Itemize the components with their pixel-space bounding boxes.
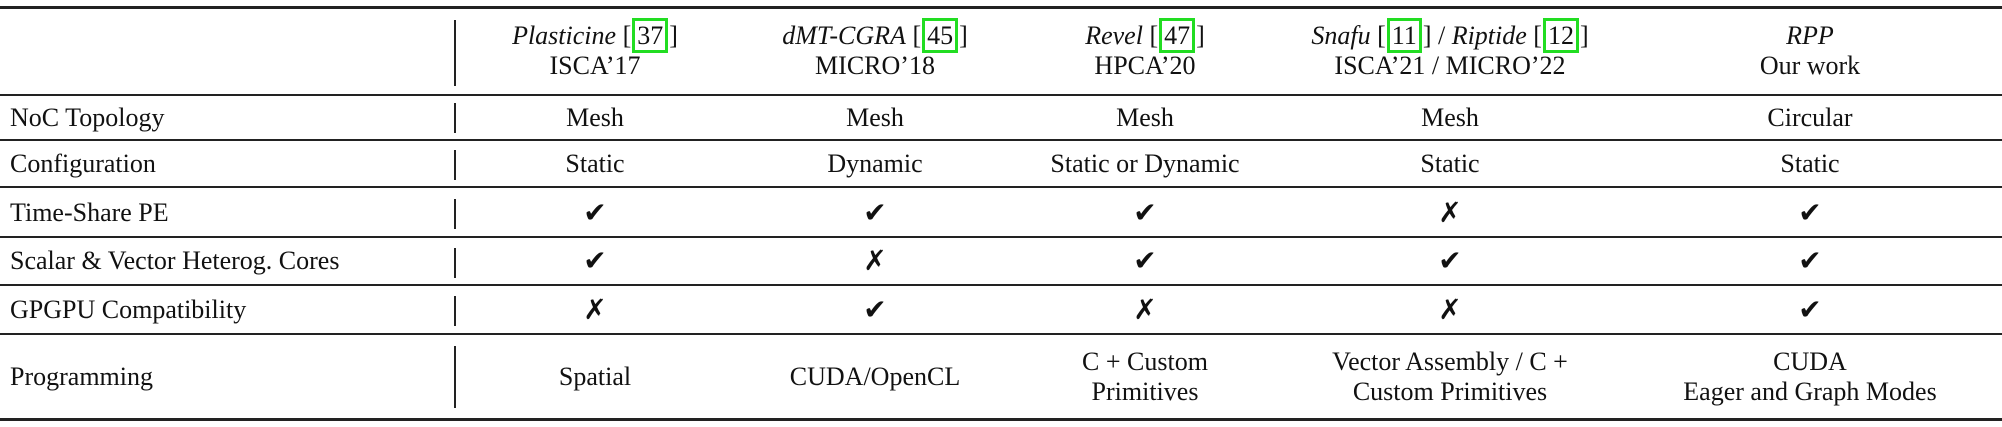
column-separator [454, 199, 456, 229]
row-label: Programming [10, 362, 153, 391]
table-cell: Vector Assembly / C + Custom Primitives [1332, 347, 1568, 406]
header-rule [0, 94, 2002, 96]
column-separator [454, 20, 456, 86]
table-cell: Static [565, 149, 625, 178]
citation-link[interactable]: 37 [632, 18, 669, 53]
column-separator [454, 346, 456, 408]
table-cell: Mesh [1421, 103, 1479, 132]
check-icon: ✔ [863, 196, 887, 229]
citation-link[interactable]: 47 [1159, 18, 1196, 53]
cross-icon: ✗ [863, 244, 887, 277]
row-rule [0, 139, 2002, 141]
citation-link[interactable]: 11 [1386, 18, 1422, 53]
bottom-rule [0, 418, 2002, 421]
check-icon: ✔ [1798, 244, 1822, 277]
check-icon: ✔ [1438, 244, 1462, 277]
table-cell: Mesh [566, 103, 624, 132]
column-separator [454, 150, 456, 180]
table-cell: Static [1420, 149, 1480, 178]
check-icon: ✔ [583, 244, 607, 277]
cross-icon: ✗ [583, 293, 607, 326]
row-label: Time-Share PE [10, 198, 169, 227]
table-cell: Static [1780, 149, 1840, 178]
row-rule [0, 186, 2002, 188]
check-icon: ✔ [1798, 293, 1822, 326]
check-icon: ✔ [1133, 244, 1157, 277]
column-separator [454, 248, 456, 278]
header-dmt-cgra: dMT-CGRA [45] MICRO’18 [755, 18, 995, 84]
table-cell: Mesh [846, 103, 904, 132]
header-rpp: RPP Our work [1759, 21, 1861, 80]
header-plasticine: Plasticine [37] ISCA’17 [475, 18, 715, 84]
row-label: NoC Topology [10, 103, 165, 132]
table-cell: CUDA/OpenCL [789, 362, 961, 391]
row-rule [0, 333, 2002, 335]
header-snafu-riptide: Snafu [11] / Riptide [12] ISCA’21 / MICR… [1260, 18, 1640, 84]
column-separator [454, 103, 456, 133]
table-cell: C + Custom Primitives [1082, 347, 1208, 406]
column-separator [454, 296, 456, 326]
citation-link[interactable]: 45 [922, 18, 959, 53]
check-icon: ✔ [583, 196, 607, 229]
check-icon: ✔ [863, 293, 887, 326]
table-cell: Mesh [1116, 103, 1174, 132]
table-cell: CUDA Eager and Graph Modes [1683, 347, 1937, 406]
table-cell: Spatial [558, 362, 632, 391]
table-cell: Dynamic [827, 149, 923, 178]
row-rule [0, 284, 2002, 286]
table-cell: Static or Dynamic [1050, 149, 1240, 178]
top-rule [0, 6, 2002, 9]
row-label: Configuration [10, 149, 156, 178]
row-label: GPGPU Compatibility [10, 295, 247, 324]
citation-link[interactable]: 12 [1542, 18, 1579, 53]
cross-icon: ✗ [1438, 196, 1462, 229]
cross-icon: ✗ [1133, 293, 1157, 326]
header-revel: Revel [47] HPCA’20 [1025, 18, 1265, 84]
row-label: Scalar & Vector Heterog. Cores [10, 246, 340, 275]
cross-icon: ✗ [1438, 293, 1462, 326]
check-icon: ✔ [1798, 196, 1822, 229]
table-cell: Circular [1767, 103, 1853, 132]
row-rule [0, 236, 2002, 238]
check-icon: ✔ [1133, 196, 1157, 229]
